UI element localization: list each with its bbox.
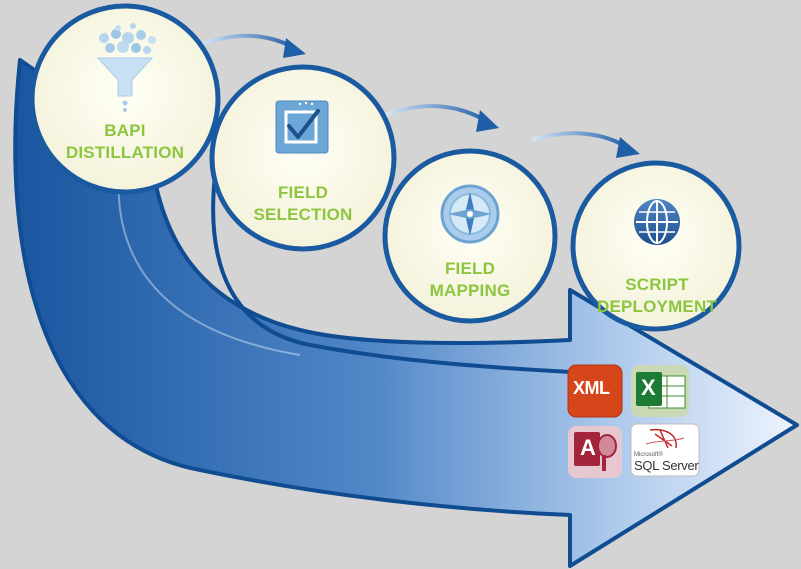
globe-icon	[634, 199, 680, 245]
step-label-line1: BAPI	[104, 121, 146, 140]
xml-file-icon	[567, 364, 623, 418]
connector-arrowhead-3	[616, 137, 640, 158]
step-label-script-deployment: SCRIPT DEPLOYMENT	[596, 274, 718, 318]
step-label-line1: FIELD	[444, 259, 496, 278]
step-label-bapi-distillation: BAPI DISTILLATION	[65, 120, 185, 164]
xml-label: XML	[573, 378, 610, 398]
arrow-inner-sweep-2	[117, 159, 301, 356]
connector-arrowhead-1	[283, 38, 306, 58]
connector-arrowhead-2	[476, 110, 499, 132]
access-label: A	[580, 435, 596, 460]
arrow-inner-sweep	[211, 174, 571, 374]
access-icon	[568, 426, 622, 478]
step-circle-script-deployment	[570, 160, 742, 332]
excel-icon	[631, 365, 689, 417]
sql-server-icon	[630, 423, 700, 477]
connector-arrow-3	[531, 131, 630, 150]
connector-arrow-2	[384, 104, 490, 124]
step-label-field-mapping: FIELD MAPPING	[420, 258, 520, 302]
step-label-line1: FIELD	[277, 183, 329, 202]
step-label-line2: DISTILLATION	[65, 143, 185, 162]
step-label-line2: DEPLOYMENT	[596, 297, 718, 316]
sql-server-label: SQL Server	[634, 458, 699, 473]
step-label-line2: MAPPING	[429, 281, 511, 300]
checkbox-icon	[275, 100, 329, 154]
step-circle-bapi	[29, 3, 221, 195]
step-label-line2: SELECTION	[253, 205, 353, 224]
step-label-line1: SCRIPT	[625, 275, 689, 294]
connector-arrow-1	[199, 33, 296, 50]
compass-icon	[440, 184, 500, 244]
step-circle-field-selection	[209, 64, 397, 252]
sql-server-small-label: Microsoft®	[634, 452, 663, 458]
excel-label: X	[641, 375, 656, 400]
step-label-field-selection: FIELD SELECTION	[246, 182, 360, 226]
funnel-icon	[96, 23, 156, 112]
